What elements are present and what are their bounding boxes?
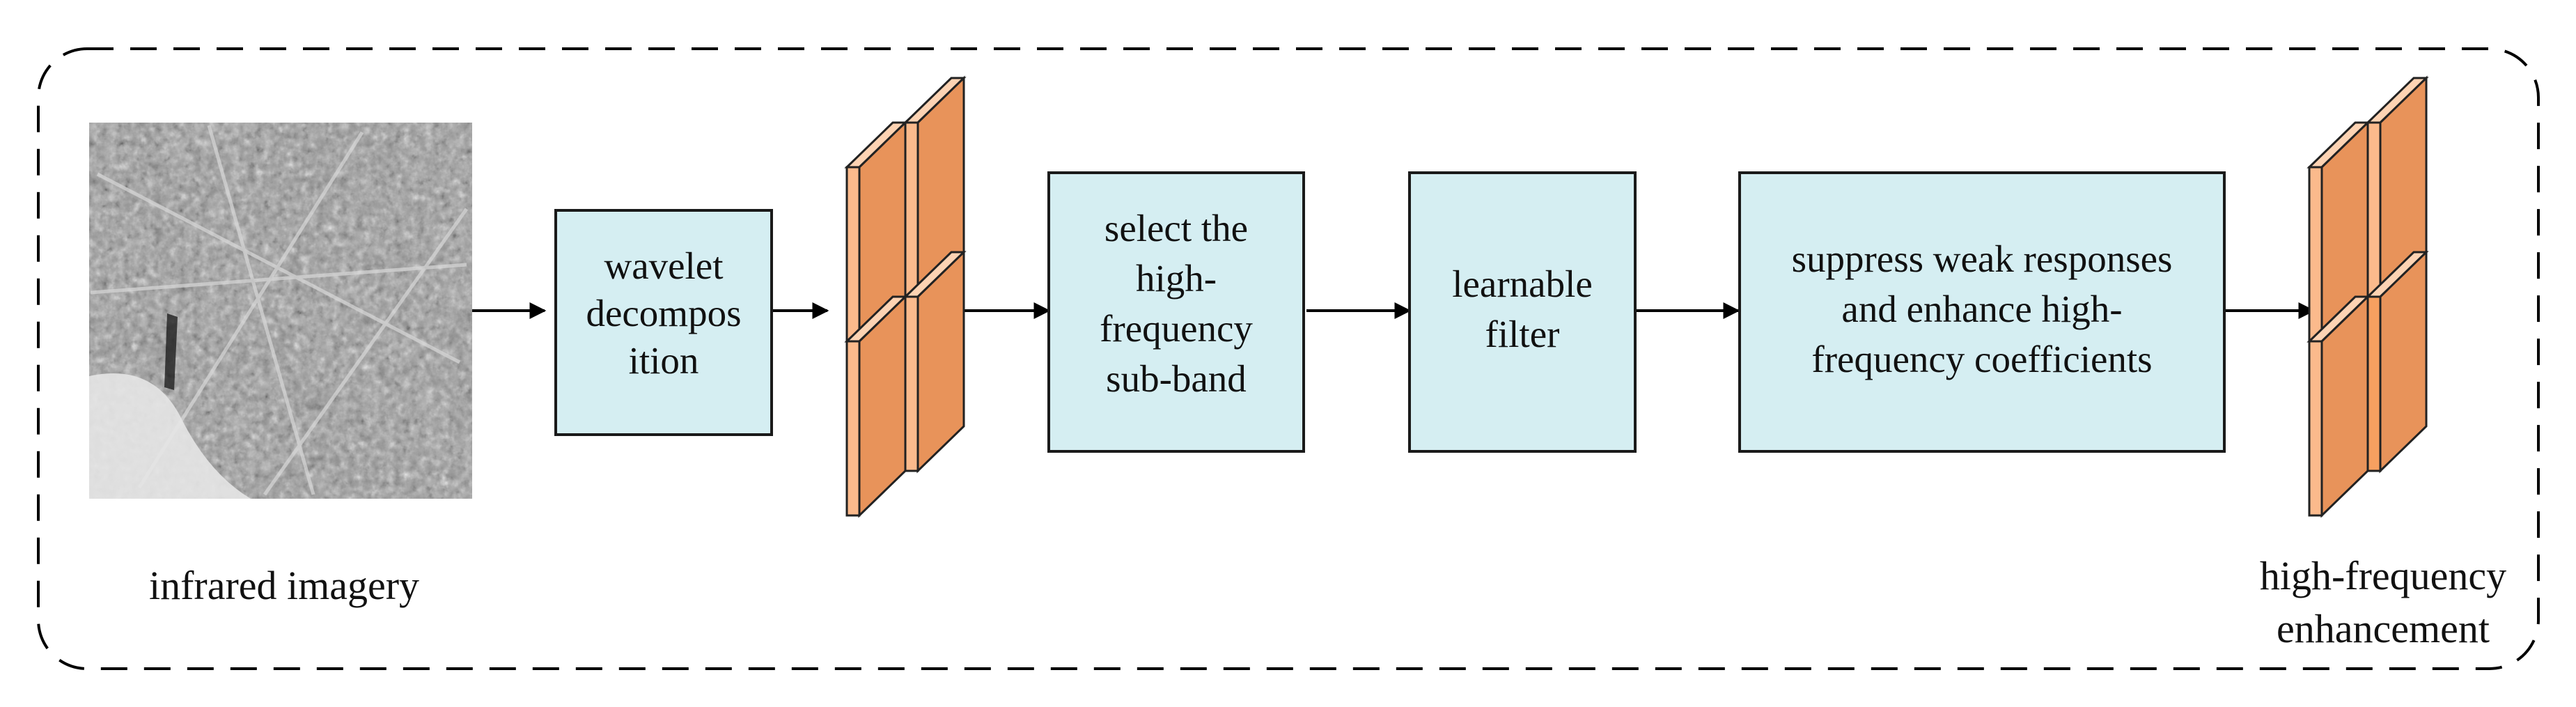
feat-mid-slab-back-top: [903, 75, 967, 300]
module-frame: [37, 47, 2540, 670]
feature-maps-enhanced: [2306, 75, 2429, 518]
step-wavelet: wavelet decompos ition: [554, 209, 773, 436]
infrared-image: [89, 123, 472, 499]
input-caption: infrared imagery: [149, 563, 419, 608]
step-wavelet-line-2: decompos: [586, 292, 741, 334]
feat-mid-slab-front-top: [844, 120, 908, 344]
step-enhance-line-2: and enhance high-: [1841, 288, 2122, 330]
step-wavelet-line-1: wavelet: [604, 244, 723, 287]
step-enhance-line-3: frequency coefficients: [1811, 338, 2152, 380]
output-caption-line-1: high-frequency: [2260, 553, 2506, 598]
step-filter: learnable filter: [1408, 171, 1637, 453]
feat-mid-slab-front-bottom: [844, 294, 908, 518]
feat-mid-slab-back-bottom: [903, 249, 967, 474]
step-select-line-2: high-: [1136, 257, 1217, 300]
step-select-line-1: select the: [1104, 207, 1248, 249]
feat-out-slab-front-bottom: [2306, 294, 2371, 518]
output-caption-line-2: enhancement: [2277, 606, 2490, 651]
feature-maps-subbands: [844, 75, 967, 518]
step-wavelet-line-3: ition: [629, 339, 699, 382]
feat-out-slab-front-top: [2306, 120, 2371, 344]
step-select-line-4: sub-band: [1106, 357, 1247, 400]
feat-out-slab-back-top: [2365, 75, 2429, 300]
step-filter-line-2: filter: [1485, 313, 1560, 355]
step-enhance: suppress weak responses and enhance high…: [1738, 171, 2226, 453]
step-enhance-line-1: suppress weak responses: [1792, 238, 2173, 280]
feat-out-slab-back-bottom: [2365, 249, 2429, 474]
step-filter-line-1: learnable: [1452, 263, 1593, 305]
step-select-line-3: frequency: [1100, 307, 1253, 350]
step-select: select the high- frequency sub-band: [1047, 171, 1305, 453]
